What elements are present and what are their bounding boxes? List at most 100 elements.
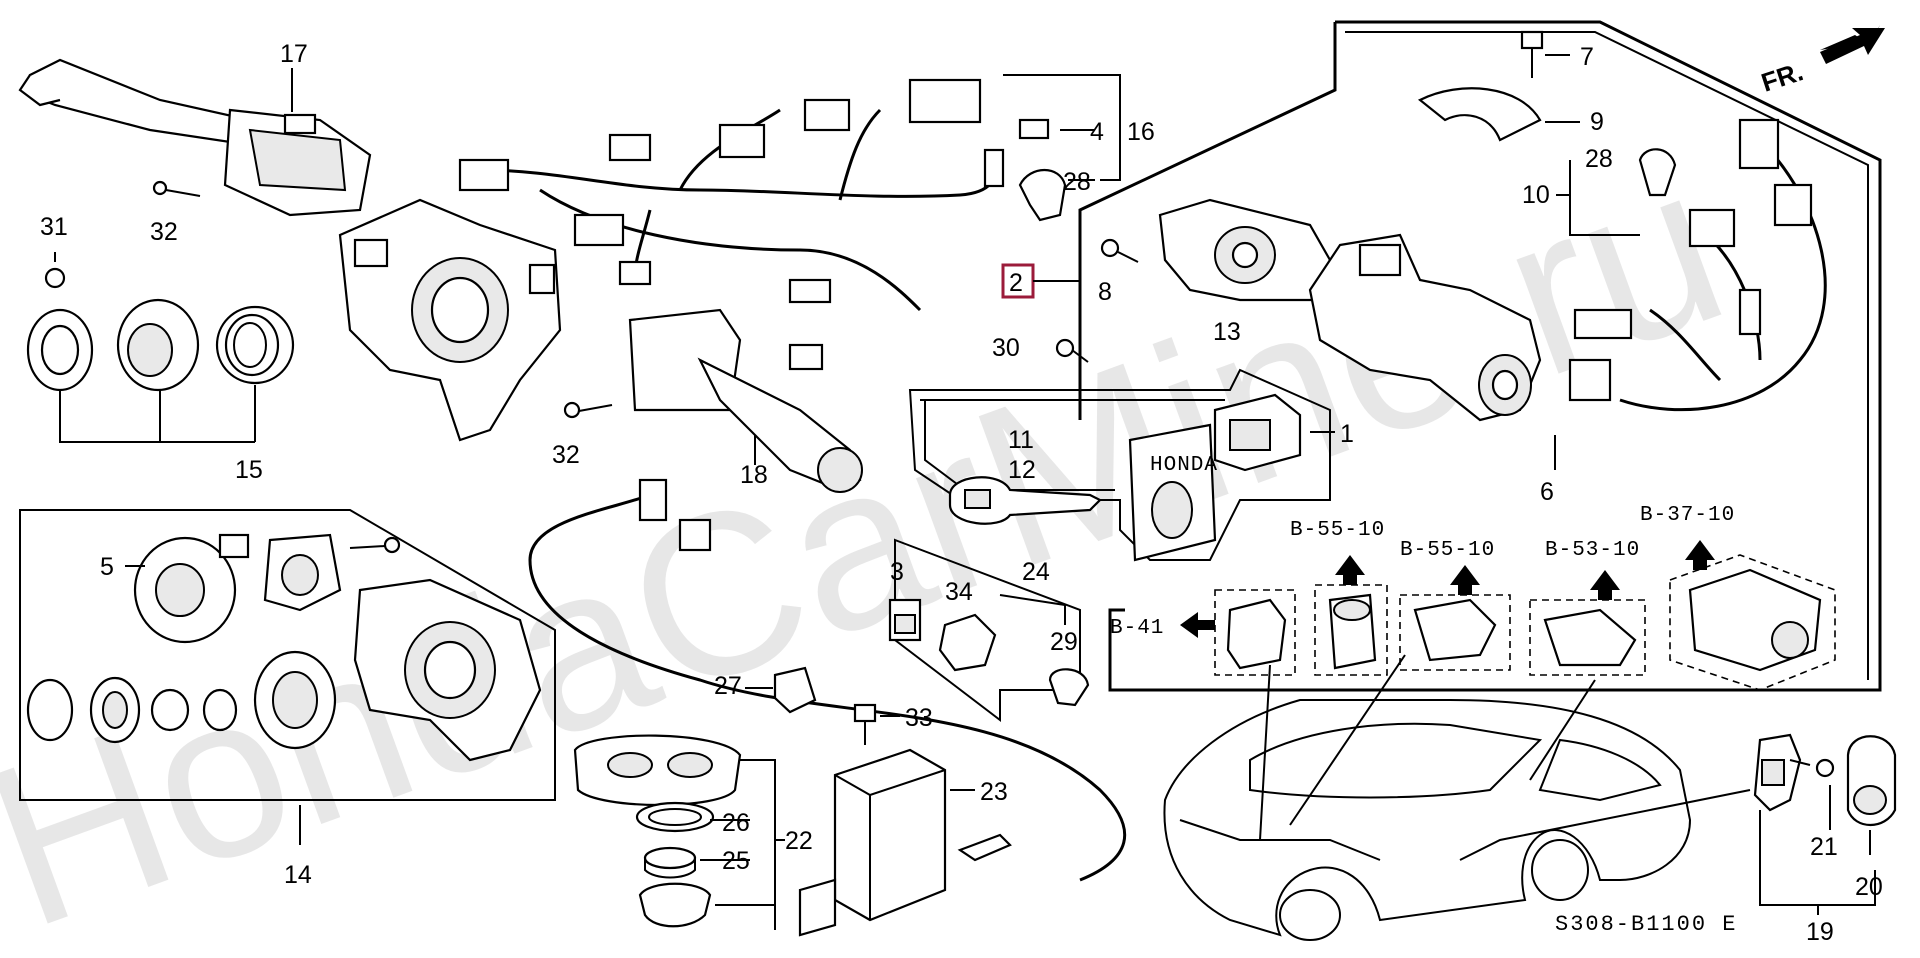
wiper-switch-18 [628, 308, 863, 493]
screw-32-top [152, 180, 201, 197]
cable-reel-5 [133, 533, 250, 644]
callout-31: 31 [40, 213, 68, 241]
callout-21: 21 [1810, 833, 1838, 861]
clip-28-top [1018, 169, 1067, 222]
callout-13: 13 [1213, 318, 1241, 346]
clip-4 [1018, 118, 1050, 140]
ref-b53-label: B-53-10 [1545, 539, 1640, 562]
box-b53-part [1529, 599, 1646, 676]
callout-9: 9 [1590, 108, 1604, 136]
ref-b37-arrow [1685, 540, 1715, 570]
switch-housing-top [338, 198, 562, 442]
callout-8: 8 [1098, 278, 1112, 306]
combination-switch-17 [18, 58, 372, 217]
callout-17: 17 [280, 40, 308, 68]
bolt-33 [853, 703, 877, 745]
callout-28-right: 28 [1585, 145, 1613, 173]
cover-plate-14 [263, 533, 342, 612]
callout-6: 6 [1540, 478, 1554, 506]
callout-5: 5 [100, 553, 114, 581]
wire-harness-top [458, 78, 1005, 312]
callout-7: 7 [1580, 43, 1594, 71]
control-unit-23 [798, 748, 947, 937]
switch-housing-lower [353, 578, 542, 762]
ref-b37-label: B-37-10 [1640, 504, 1735, 527]
transmitter-case-22 [573, 734, 742, 807]
callout-34: 34 [945, 578, 973, 606]
clip-28-right [1638, 148, 1677, 197]
callout-32-top: 32 [150, 218, 178, 246]
group-14-outline [19, 509, 556, 801]
key-brand: HONDA [1150, 454, 1218, 477]
ignition-key-12 [948, 476, 1102, 525]
switch-19 [1753, 733, 1802, 812]
switch-34 [938, 613, 997, 672]
bolt-30 [1055, 338, 1089, 363]
group-frame-outer [1108, 20, 1882, 692]
antenna-plug [957, 833, 1012, 862]
callout-33: 33 [905, 704, 933, 732]
immobilizer-unit-1 [1213, 393, 1302, 472]
screw-21 [1789, 758, 1835, 778]
callout-14: 14 [284, 861, 312, 889]
callout-29: 29 [1050, 628, 1078, 656]
screw-14-top [349, 536, 401, 554]
callout-22: 22 [785, 827, 813, 855]
callout-12: 12 [1008, 456, 1036, 484]
ring-parts-14 [26, 650, 337, 750]
front-direction-arrow [1820, 25, 1885, 64]
group-frame-left [1078, 22, 1337, 420]
ignition-switch-13 [1158, 198, 1332, 302]
callout-28-top: 28 [1063, 168, 1091, 196]
callout-19: 19 [1806, 918, 1834, 946]
callout-26: 26 [722, 809, 750, 837]
steering-lock-6 [1308, 233, 1542, 422]
callout-24: 24 [1022, 558, 1050, 586]
callout-18: 18 [740, 461, 768, 489]
clip-29 [1048, 668, 1090, 707]
box-b55b-part [1399, 594, 1511, 671]
screw-8 [1100, 238, 1139, 263]
ref-b55a-arrow [1335, 555, 1365, 585]
callout-23: 23 [980, 778, 1008, 806]
box-b37-part [1669, 554, 1836, 691]
ref-b41-label: B-41 [1110, 617, 1164, 640]
callout-20: 20 [1855, 873, 1883, 901]
ref-b55b-label: B-55-10 [1400, 539, 1495, 562]
callout-10: 10 [1522, 181, 1550, 209]
key-fob-card: HONDA [1128, 423, 1218, 562]
callout-15: 15 [235, 456, 263, 484]
callout-2: 2 [1009, 269, 1023, 297]
cable-connector-top [638, 478, 712, 552]
gasket-26 [635, 801, 715, 833]
callout-16: 16 [1127, 118, 1155, 146]
callout-3: 3 [890, 558, 904, 586]
screw-31 [44, 252, 66, 289]
box-b55a-part [1314, 584, 1388, 676]
callout-27: 27 [714, 672, 742, 700]
ref-b55a-label: B-55-10 [1290, 519, 1385, 542]
bolt-7 [1520, 30, 1544, 78]
callout-32-lower: 32 [552, 441, 580, 469]
direction-label: FR. [1758, 56, 1807, 97]
screw-32-lower [563, 401, 613, 419]
cap-20 [1846, 735, 1897, 826]
antenna-cable [528, 493, 1127, 882]
diagram-code: S308-B1100 E [1555, 912, 1737, 937]
ref-b53-arrow [1590, 570, 1620, 600]
callout-25: 25 [722, 847, 750, 875]
ref-b41 [1180, 612, 1215, 638]
callout-11: 11 [1008, 426, 1034, 454]
box-b41-part [1214, 589, 1296, 676]
callout-30: 30 [992, 334, 1020, 362]
battery-25 [643, 846, 697, 879]
callout-1: 1 [1340, 420, 1354, 448]
car-silhouette [1163, 699, 1692, 941]
callout-4: 4 [1090, 118, 1104, 146]
switch-3 [888, 598, 922, 642]
clip-27 [773, 666, 817, 714]
parts-group-15 [26, 298, 295, 392]
ref-b55b-arrow [1450, 565, 1480, 595]
